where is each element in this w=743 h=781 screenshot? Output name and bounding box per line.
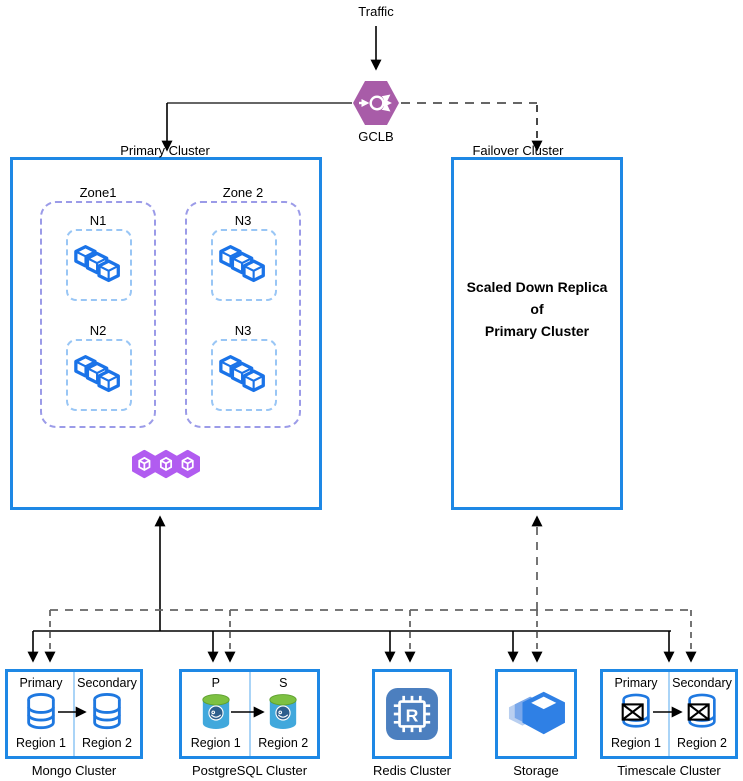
postgres-region1-label: Region 1 — [190, 736, 241, 750]
failover-cluster-box: Scaled Down Replica of Primary Cluster — [451, 157, 623, 510]
node-n3a-box — [211, 229, 277, 301]
storage-box — [495, 669, 577, 759]
traffic-label: Traffic — [358, 4, 394, 19]
gclb-label: GCLB — [358, 129, 394, 144]
mongo-region1-label: Region 1 — [15, 736, 67, 750]
postgresql-cylinder-icon — [182, 692, 250, 732]
cubes-icon — [74, 245, 120, 283]
node-n3a-label: N3 — [234, 213, 252, 228]
postgres-secondary-label: S — [279, 676, 288, 690]
load-balancer-icon — [353, 81, 399, 125]
timescale-region2-label: Region 2 — [676, 736, 728, 750]
postgresql-cluster-title: PostgreSQL Cluster — [191, 763, 308, 778]
node-n3b-box — [211, 339, 277, 411]
mongo-cluster-box: Primary Secondary Region 1 Region 2 — [5, 669, 143, 759]
postgresql-cluster-box: P S Region 1 Region 2 — [179, 669, 320, 759]
timescale-database-icon — [603, 692, 669, 732]
node-n2-box — [66, 339, 132, 411]
timescale-database-icon — [669, 692, 735, 732]
timescale-secondary-label: Secondary — [672, 676, 732, 690]
cubes-icon — [74, 355, 120, 393]
postgresql-cylinder-icon — [250, 692, 318, 732]
storage-box-icon — [498, 672, 574, 756]
mongo-cluster-title: Mongo Cluster — [31, 763, 117, 778]
database-cylinder-icon — [8, 692, 74, 732]
mongo-region2-label: Region 2 — [81, 736, 133, 750]
mongo-primary-label: Primary — [19, 676, 63, 690]
region-divider — [73, 672, 75, 756]
region-divider — [668, 672, 670, 756]
node-n2-label: N2 — [89, 323, 107, 338]
zone1-label: Zone1 — [79, 185, 117, 200]
postgres-primary-label: P — [211, 676, 220, 690]
primary-cluster-label: Primary Cluster — [120, 143, 210, 158]
cubes-icon — [219, 355, 265, 393]
node-n1-box — [66, 229, 132, 301]
zone2-label: Zone 2 — [222, 185, 264, 200]
failover-cluster-label: Failover Cluster — [472, 143, 564, 158]
zone2-box: N3 N3 — [185, 201, 301, 428]
storage-title: Storage — [513, 763, 559, 778]
postgres-region2-label: Region 2 — [258, 736, 309, 750]
timescale-cluster-box: Primary Secondary Region 1 Region 2 — [600, 669, 738, 759]
region-divider — [248, 672, 251, 756]
timescale-region1-label: Region 1 — [610, 736, 662, 750]
primary-cluster-box: Zone1 N1 N2 — [10, 157, 322, 510]
timescale-primary-label: Primary — [614, 676, 658, 690]
redis-cluster-title: Redis Cluster — [372, 763, 452, 778]
gclb-load-balancer — [352, 78, 400, 128]
cubes-icon — [219, 245, 265, 283]
timescale-cluster-title: Timescale Cluster — [617, 763, 721, 778]
node-n1-label: N1 — [89, 213, 107, 228]
database-cylinder-icon — [74, 692, 140, 732]
memory-chip-icon: R — [375, 672, 449, 756]
redis-icon-letter: R — [406, 705, 419, 725]
node-n3b-label: N3 — [234, 323, 252, 338]
zone1-box: N1 N2 — [40, 201, 156, 428]
purple-pods-icon — [132, 446, 200, 482]
mongo-secondary-label: Secondary — [77, 676, 137, 690]
redis-cluster-box: R — [372, 669, 452, 759]
failover-cluster-description: Scaled Down Replica of Primary Cluster — [466, 279, 608, 339]
